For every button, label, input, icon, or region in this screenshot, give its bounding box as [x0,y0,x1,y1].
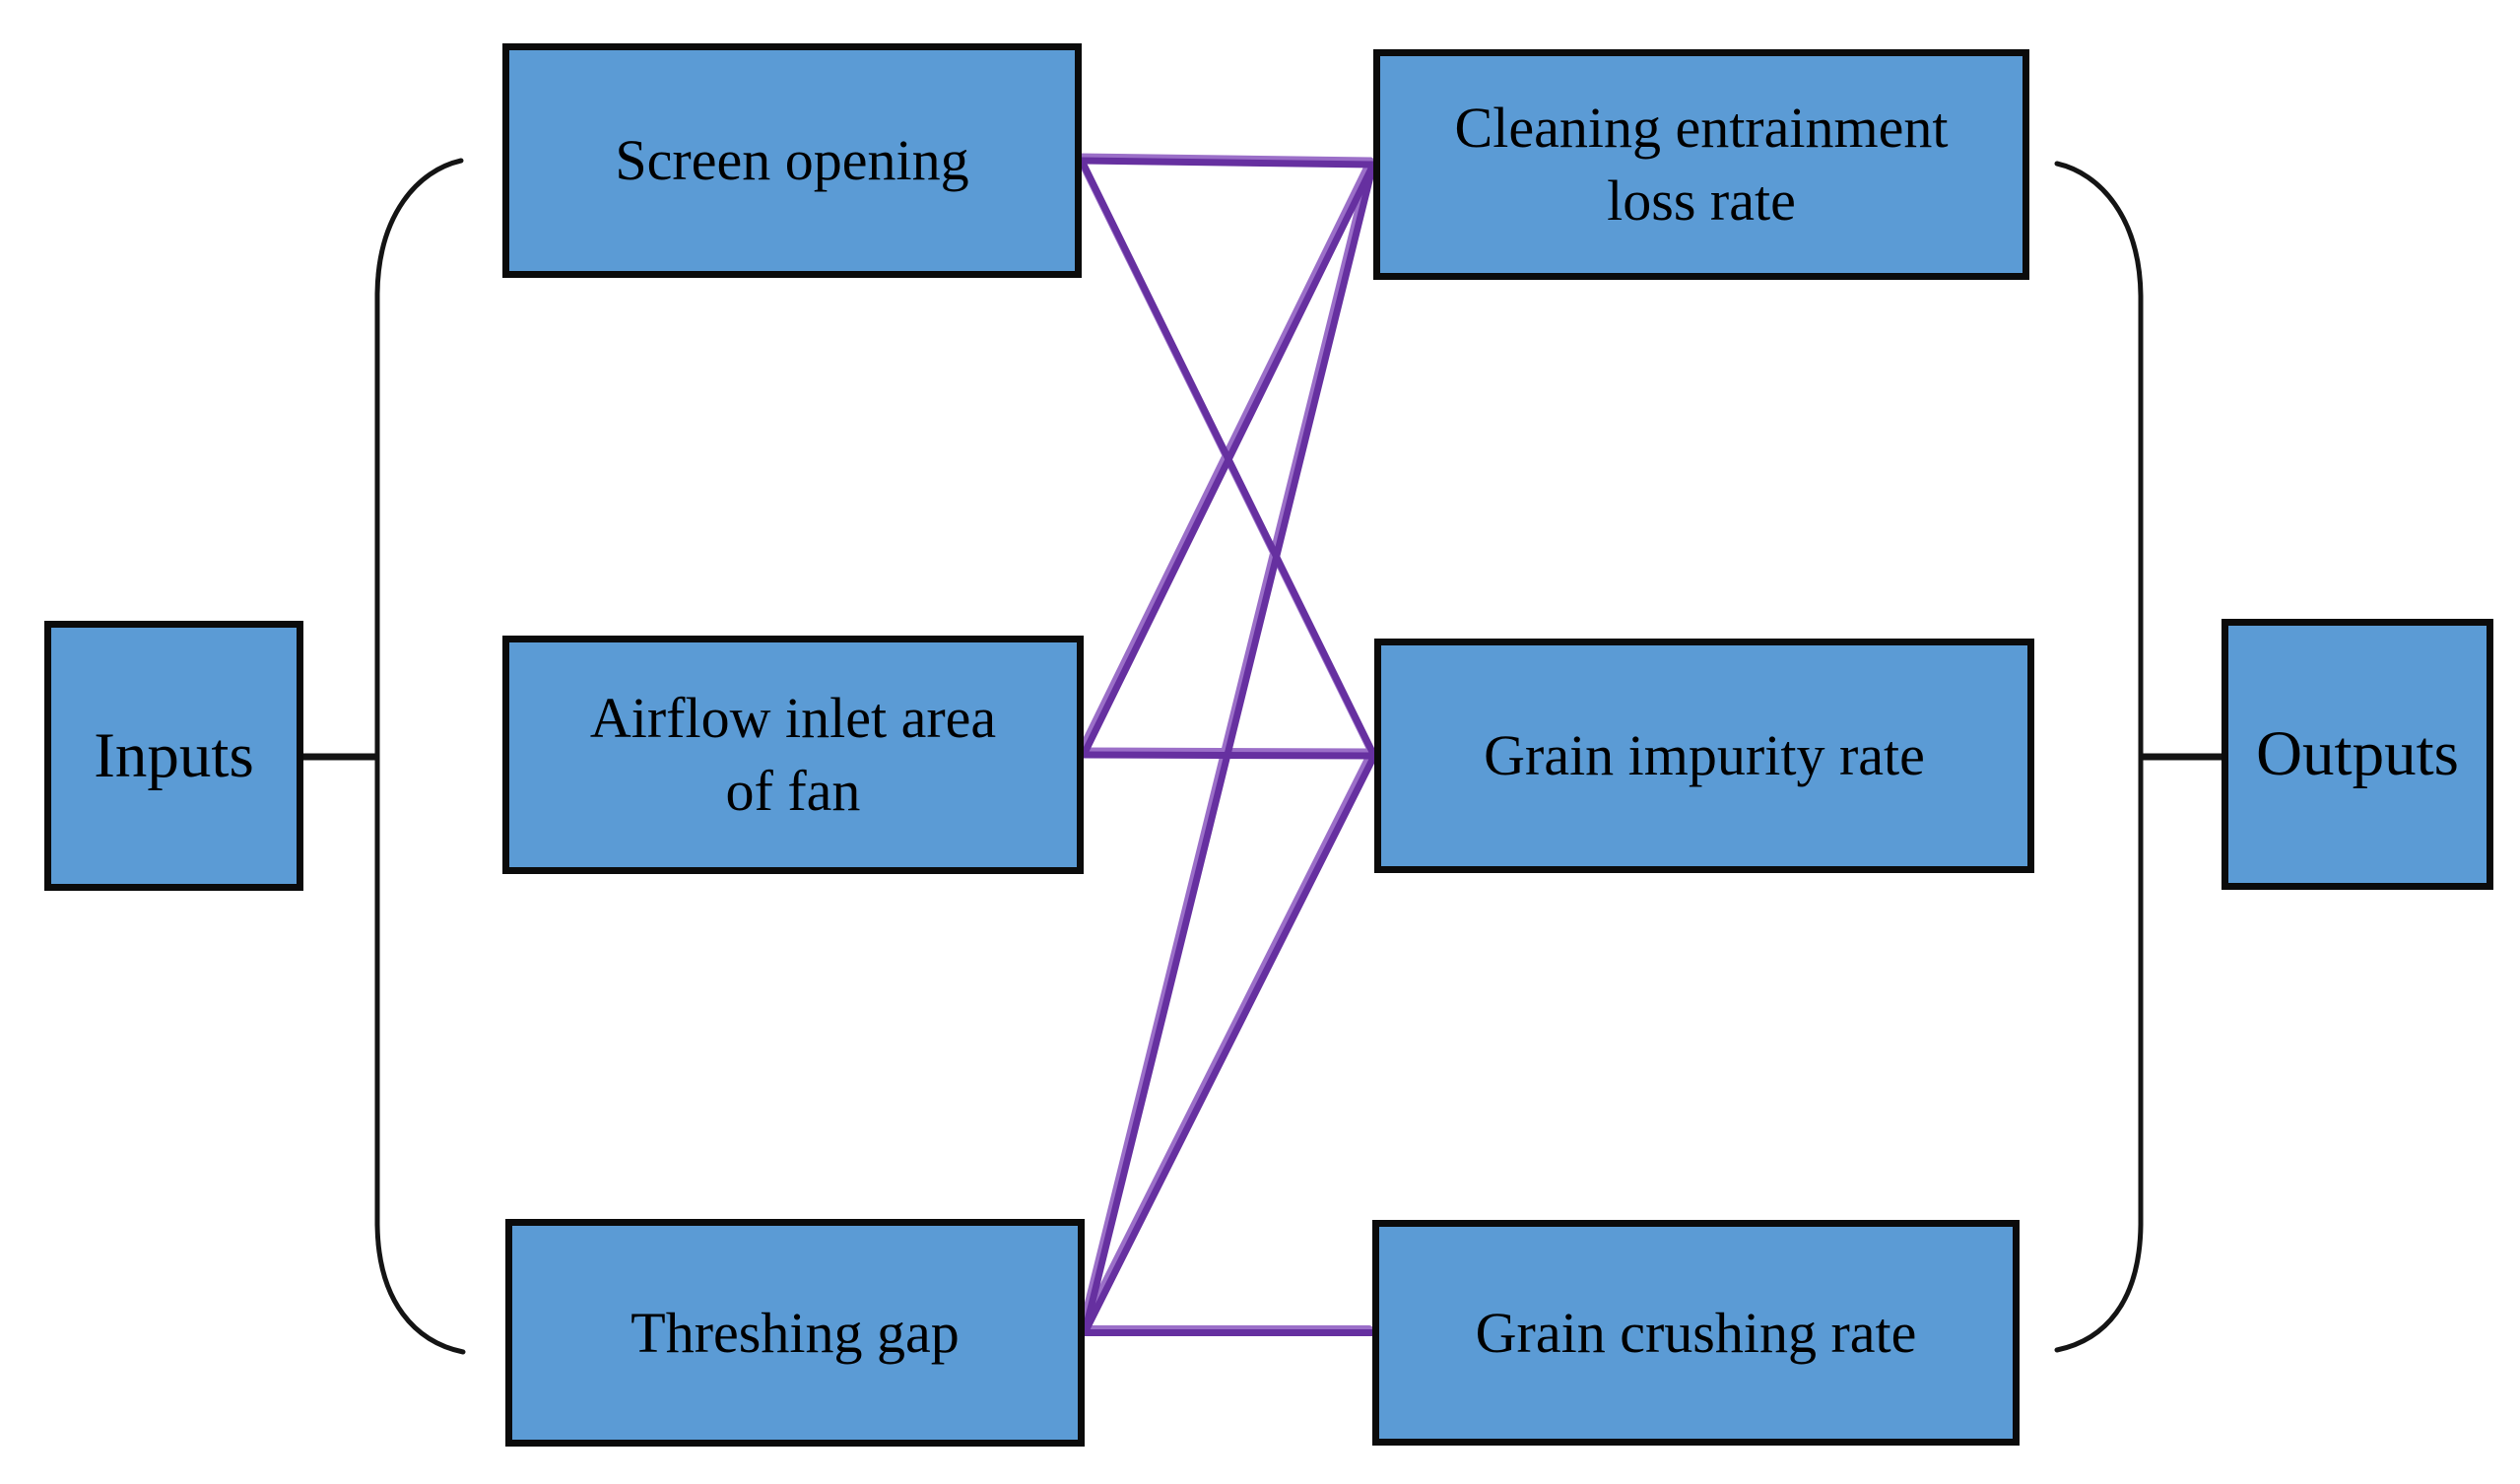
input-node-screen-opening: Screen opening [502,43,1082,278]
edge-highlight-threshing-gap-to-cleaning-entrainment-loss-rate [1078,157,1374,1332]
output-node-cleaning-entrainment-loss-rate-label: Cleaning entrainment loss rate [1454,96,1949,233]
input-node-airflow-inlet-area-of-fan: Airflow inlet area of fan [502,636,1084,874]
input-node-screen-opening-label: Screen opening [615,128,969,193]
inputs-brace [374,158,466,1355]
inputs-group-label: Inputs [94,719,254,791]
output-node-grain-impurity-rate: Grain impurity rate [1374,639,2034,873]
edges-group [1075,153,1378,1336]
outputs-brace [2054,161,2144,1353]
input-node-threshing-gap: Threshing gap [505,1219,1085,1447]
edge-threshing-gap-to-grain-impurity-rate [1081,752,1378,1336]
edge-airflow-inlet-area-of-fan-to-cleaning-entrainment-loss-rate [1080,161,1377,759]
outputs-group-box: Outputs [2222,619,2493,890]
edge-highlight-threshing-gap-to-grain-impurity-rate [1078,748,1375,1332]
output-node-grain-impurity-rate-label: Grain impurity rate [1484,723,1925,788]
output-node-grain-crushing-rate-label: Grain crushing rate [1475,1300,1917,1365]
outputs-group-label: Outputs [2256,718,2459,790]
output-node-grain-crushing-rate: Grain crushing rate [1372,1220,2020,1446]
input-node-threshing-gap-label: Threshing gap [630,1300,960,1365]
edge-screen-opening-to-cleaning-entrainment-loss-rate [1078,157,1377,169]
edge-highlight-screen-opening-to-cleaning-entrainment-loss-rate [1075,153,1374,165]
input-node-airflow-inlet-area-of-fan-label: Airflow inlet area of fan [589,686,997,823]
output-node-cleaning-entrainment-loss-rate: Cleaning entrainment loss rate [1373,49,2029,280]
edge-threshing-gap-to-cleaning-entrainment-loss-rate [1081,161,1377,1336]
inputs-group-box: Inputs [44,621,303,891]
